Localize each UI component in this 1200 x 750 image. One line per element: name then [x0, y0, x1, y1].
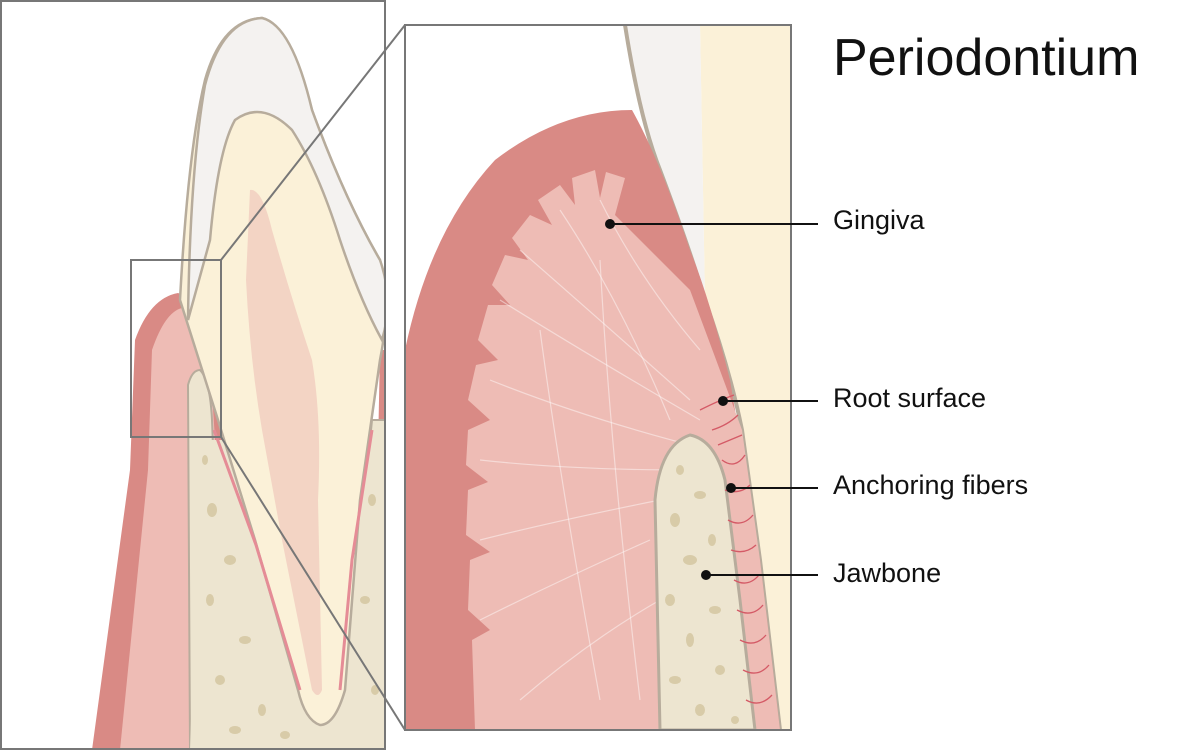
- zoom-box: [130, 259, 222, 438]
- zoom-connector-top: [220, 24, 406, 261]
- leader-root-surface-dot: [718, 396, 728, 406]
- detail-connective-fibers: [479, 199, 711, 701]
- overview-enamel: [186, 16, 385, 344]
- label-gingiva: Gingiva: [833, 205, 925, 235]
- detail-root: [700, 25, 791, 730]
- label-root-surface: Root surface: [833, 383, 987, 413]
- detail-frame: [404, 24, 792, 731]
- diagram-title: Periodontium: [833, 29, 1140, 87]
- leader-gingiva-dot: [605, 219, 615, 229]
- overview-bone-spots: [202, 455, 379, 739]
- detail-enamel: [625, 25, 705, 300]
- leader-jawbone-dot: [701, 570, 711, 580]
- label-jawbone: Jawbone: [833, 558, 942, 588]
- tooth-overview: [92, 16, 385, 749]
- label-anchoring-fibers: Anchoring fibers: [833, 470, 1029, 500]
- leader-anchoring-fibers-dot: [726, 483, 736, 493]
- detail-bone-spots: [665, 465, 739, 724]
- overview-ligament: [212, 429, 374, 691]
- detail-jawbone: [653, 433, 757, 730]
- leader-lines: [605, 219, 818, 580]
- zoom-connector-bottom: [220, 436, 406, 731]
- overview-frame: [0, 0, 386, 750]
- periodontium-detail: [405, 25, 791, 730]
